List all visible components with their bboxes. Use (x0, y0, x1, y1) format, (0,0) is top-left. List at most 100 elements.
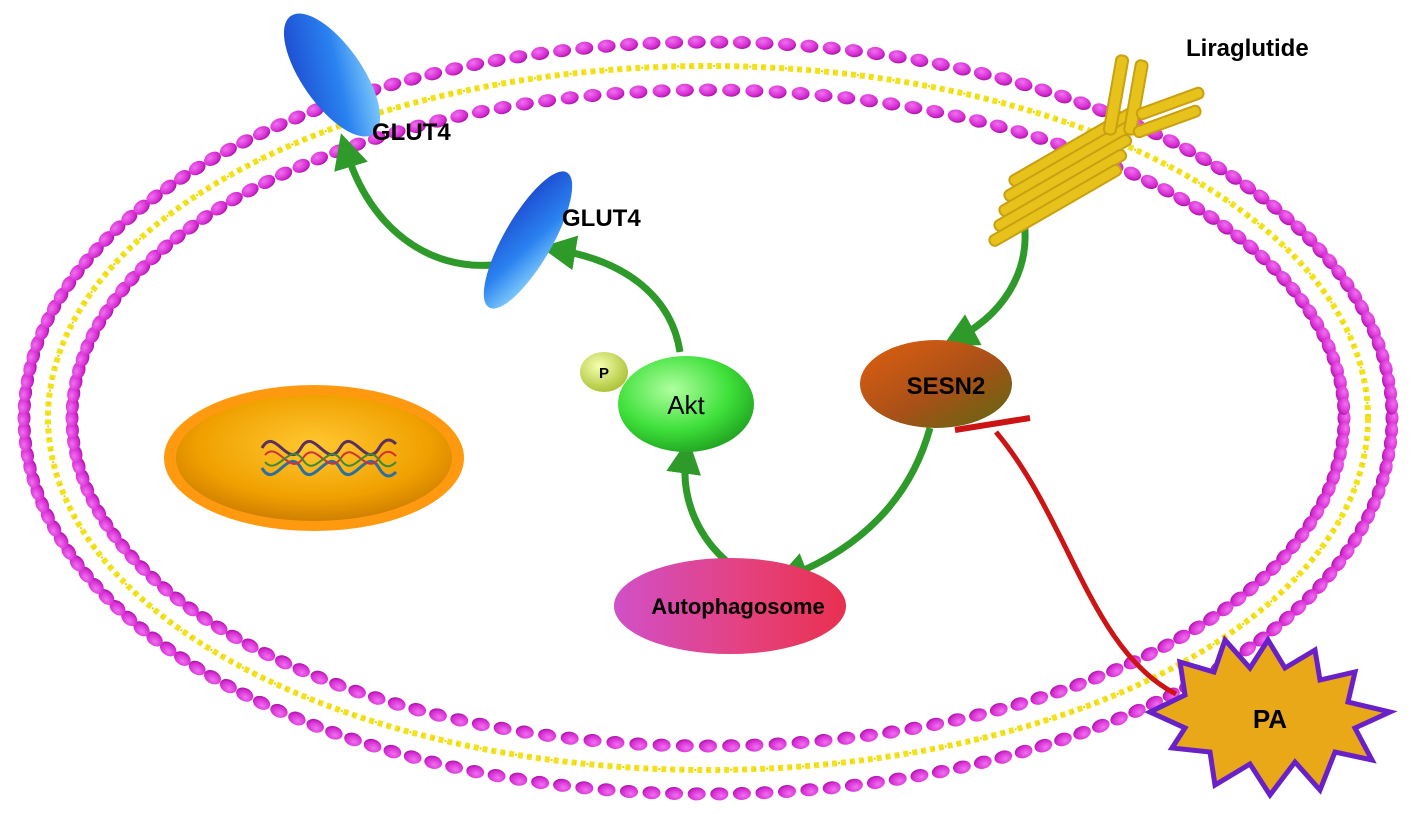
lipid-head (1301, 589, 1318, 605)
lipid-head (994, 750, 1013, 764)
autophagosome-label: Autophagosome (651, 594, 825, 619)
lipid-head (931, 57, 950, 72)
lipid-head (450, 109, 469, 123)
lipid-head (888, 772, 907, 786)
lipid-head (387, 125, 406, 139)
lipid-head (1162, 134, 1180, 149)
lipid-head (408, 119, 427, 133)
glut4-membrane-label: GLUT4 (372, 119, 451, 146)
lipid-head (755, 786, 774, 800)
lipid-head (931, 764, 950, 779)
phospho-group[interactable]: P (580, 352, 628, 392)
lipid-head (866, 46, 885, 61)
lipid-head (1073, 96, 1091, 111)
akt-node[interactable]: Akt (618, 356, 754, 452)
lipid-head (1242, 581, 1259, 597)
lipid-head (973, 67, 992, 81)
lipid-head (145, 570, 162, 587)
glut4-vesicle[interactable] (468, 160, 588, 319)
lipid-head (493, 101, 512, 115)
dna-helix-icon (260, 438, 398, 478)
lipid-head (791, 86, 810, 101)
lipid-head (270, 118, 288, 133)
sesn2-node[interactable]: SESN2 (860, 340, 1012, 428)
lipid-head (253, 126, 271, 141)
lipid-head (791, 735, 810, 750)
arrow-sesn2-to-autophagosome (773, 427, 934, 586)
lipid-head (814, 733, 833, 748)
lipid-head (253, 695, 271, 710)
lipid-head (169, 229, 186, 245)
lipid-head (424, 755, 443, 769)
lipid-head (882, 725, 901, 739)
lipid-head (1217, 601, 1234, 617)
lipid-head (241, 638, 259, 653)
lipid-head (1054, 89, 1072, 104)
lipid-head (768, 85, 787, 99)
lipid-head (157, 581, 174, 597)
liraglutide-receptor-icon[interactable] (988, 54, 1205, 248)
lipid-head (292, 663, 310, 678)
lipid-head (219, 678, 237, 694)
lipid-head (121, 209, 138, 226)
lipid-head (687, 35, 706, 49)
lipid-head (445, 62, 464, 76)
lipid-head (1140, 174, 1158, 189)
lipid-head (1030, 131, 1049, 145)
glut4-membrane-transporter[interactable] (266, 0, 398, 151)
lipid-head (969, 708, 987, 722)
lipid-head (169, 591, 186, 607)
lipid-head (403, 750, 422, 764)
activation-arrows (334, 133, 1029, 586)
lipid-head (174, 170, 191, 185)
lipid-head (629, 85, 648, 99)
lipid-head (1195, 151, 1212, 167)
lipid-head (204, 151, 221, 167)
pa-node[interactable]: PA (1144, 635, 1398, 800)
lipid-head (926, 717, 945, 732)
lipid-head (109, 220, 126, 236)
lipid-head (888, 50, 907, 64)
lipid-head (1173, 629, 1191, 645)
lipid-head (1073, 725, 1091, 740)
lipid-head (329, 677, 347, 692)
lipid-head (620, 784, 638, 799)
lipid-head (583, 733, 602, 748)
lipid-head (159, 641, 177, 657)
lipid-head (450, 713, 469, 727)
autophagosome-node[interactable]: Autophagosome (614, 558, 846, 654)
lipid-head (1385, 396, 1399, 415)
lipid-head (1034, 738, 1053, 753)
lipid-head (755, 36, 774, 50)
lipid-head (837, 731, 856, 745)
lipid-head (471, 717, 490, 732)
lipid-head (947, 713, 966, 727)
lipid-head (1337, 397, 1351, 415)
lipid-head (1278, 610, 1295, 627)
lipid-head (1128, 703, 1146, 718)
lipid-head (292, 158, 310, 173)
lipid-head (553, 778, 572, 792)
lipid-head (745, 84, 764, 98)
lipid-head (133, 199, 150, 215)
lipid-head (575, 781, 594, 795)
lipid-head (429, 114, 447, 128)
lipid-head (597, 783, 616, 797)
lipid-head (1087, 670, 1106, 685)
lipid-head (515, 97, 534, 111)
lipid-head (367, 691, 386, 705)
lipid-head (629, 737, 648, 751)
lipid-head (822, 41, 841, 55)
lipid-head (1230, 229, 1247, 245)
lipid-head (1179, 142, 1197, 158)
lipid-head (288, 711, 306, 726)
lipid-head (69, 264, 85, 281)
lipid-head (109, 600, 126, 616)
lipid-head (367, 131, 386, 145)
lipid-head (606, 86, 625, 101)
lipid-head (210, 620, 228, 636)
lipid-head (1110, 711, 1128, 726)
lipid-head (778, 784, 796, 799)
lipid-head (652, 738, 671, 752)
